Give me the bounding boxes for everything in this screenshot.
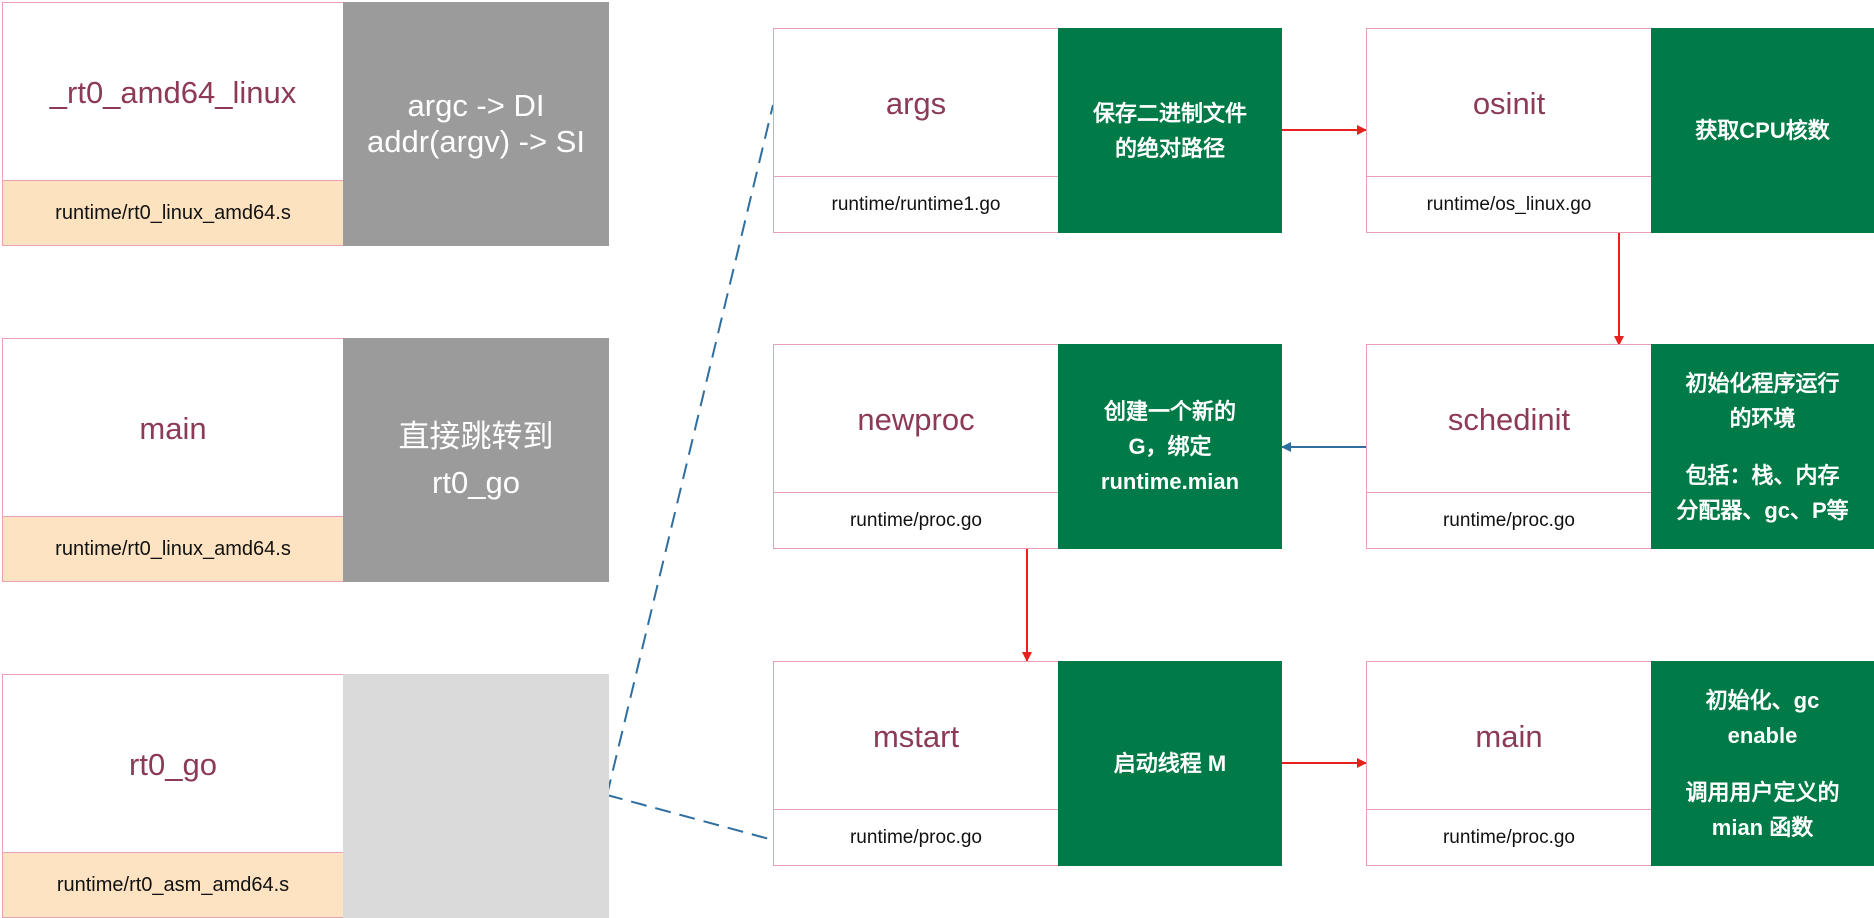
step-newproc: newproc runtime/proc.go 创建一个新的 G，绑定 runt…: [773, 344, 1282, 549]
step-main: main runtime/proc.go 初始化、gc enable 调用用户定…: [1366, 661, 1874, 866]
step-description-line: 创建一个新的: [1103, 399, 1236, 424]
step-description-line: 分配器、gc、P等: [1676, 497, 1849, 523]
panel-box: _rt0_amd64_linux runtime/rt0_linux_amd64…: [2, 2, 344, 246]
step-args: args runtime/runtime1.go 保存二进制文件 的绝对路径: [773, 28, 1282, 233]
step-mstart: mstart runtime/proc.go 启动线程 M: [773, 661, 1282, 866]
panel-note: [343, 674, 609, 918]
dashed-connector-upper: [606, 104, 774, 796]
step-title: args: [885, 86, 947, 121]
step-file: runtime/proc.go: [774, 809, 1058, 865]
step-description-line: 获取CPU核数: [1695, 118, 1830, 143]
panel-file: runtime/rt0_asm_amd64.s: [3, 852, 343, 917]
step-description: 保存二进制文件 的绝对路径: [1058, 28, 1282, 233]
step-box: main runtime/proc.go: [1366, 661, 1652, 866]
step-description: 初始化、gc enable 调用用户定义的 mian 函数: [1651, 661, 1874, 866]
panel-note-line: rt0_go: [432, 465, 520, 500]
step-description-line: 初始化、gc: [1705, 687, 1820, 713]
step-description-line: 启动线程 M: [1113, 751, 1227, 776]
panel-title: rt0_go: [129, 747, 217, 782]
panel-title: _rt0_amd64_linux: [49, 75, 297, 110]
step-file: runtime/os_linux.go: [1367, 176, 1651, 232]
panel-note: argc -> DI addr(argv) -> SI: [343, 2, 609, 246]
step-file: runtime/proc.go: [774, 492, 1058, 548]
step-box: osinit runtime/os_linux.go: [1366, 28, 1652, 233]
step-osinit: osinit runtime/os_linux.go 获取CPU核数: [1366, 28, 1874, 233]
panel-file: runtime/rt0_linux_amd64.s: [3, 180, 343, 245]
step-title: osinit: [1472, 86, 1546, 121]
step-box: newproc runtime/proc.go: [773, 344, 1059, 549]
panel-box: main runtime/rt0_linux_amd64.s: [2, 338, 344, 582]
step-file: runtime/proc.go: [1367, 492, 1651, 548]
dashed-connector-lower: [606, 794, 774, 841]
panel-note-line: argc -> DI: [407, 88, 545, 123]
step-box: args runtime/runtime1.go: [773, 28, 1059, 233]
step-file: runtime/proc.go: [1367, 809, 1651, 865]
panel-rt0-amd64-linux: _rt0_amd64_linux runtime/rt0_linux_amd64…: [2, 2, 609, 246]
step-description-line: 的环境: [1729, 405, 1796, 431]
step-title: main: [1475, 719, 1543, 754]
step-schedinit: schedinit runtime/proc.go 初始化程序运行 的环境 包括…: [1366, 344, 1874, 549]
step-file: runtime/runtime1.go: [774, 176, 1058, 232]
step-box: schedinit runtime/proc.go: [1366, 344, 1652, 549]
step-description-line: 包括：栈、内存: [1685, 462, 1840, 488]
step-box: mstart runtime/proc.go: [773, 661, 1059, 866]
step-title: newproc: [857, 402, 975, 437]
step-description-line: 的绝对路径: [1114, 135, 1225, 161]
panel-main-entry: main runtime/rt0_linux_amd64.s 直接跳转到 rt0…: [2, 338, 609, 582]
step-description-line: 调用用户定义的: [1685, 779, 1840, 805]
panel-box: rt0_go runtime/rt0_asm_amd64.s: [2, 674, 344, 918]
step-title: mstart: [872, 719, 960, 754]
step-description: 创建一个新的 G，绑定 runtime.mian: [1058, 344, 1282, 549]
step-title: schedinit: [1447, 402, 1571, 437]
step-description-line: mian 函数: [1711, 814, 1814, 840]
panel-note: 直接跳转到 rt0_go: [343, 338, 609, 582]
panel-title: main: [139, 411, 207, 446]
step-description: 启动线程 M: [1058, 661, 1282, 866]
step-description: 初始化程序运行 的环境 包括：栈、内存 分配器、gc、P等: [1651, 344, 1874, 549]
panel-note-line: 直接跳转到: [398, 419, 554, 454]
step-description-line: runtime.mian: [1100, 469, 1240, 494]
step-description-line: 初始化程序运行: [1685, 370, 1840, 396]
panel-rt0-go: rt0_go runtime/rt0_asm_amd64.s: [2, 674, 609, 918]
panel-file: runtime/rt0_linux_amd64.s: [3, 516, 343, 581]
step-description: 获取CPU核数: [1651, 28, 1874, 233]
step-description-line: G，绑定: [1128, 434, 1212, 459]
step-description-line: enable: [1727, 722, 1798, 748]
panel-note-line: addr(argv) -> SI: [367, 124, 585, 159]
step-description-line: 保存二进制文件: [1092, 100, 1247, 126]
